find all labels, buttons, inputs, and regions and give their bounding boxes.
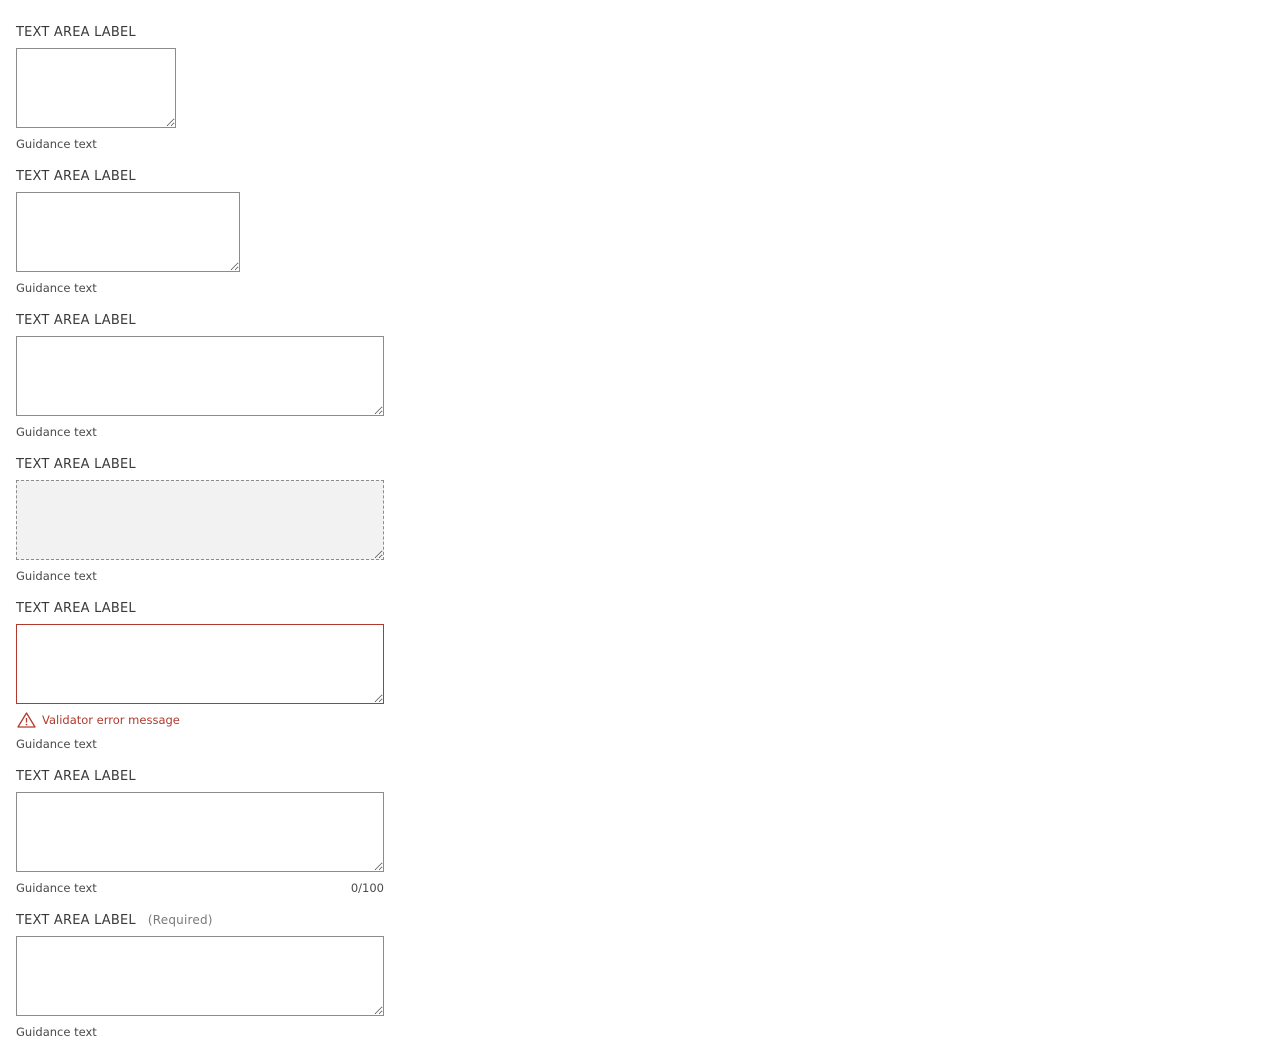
guidance-text: Guidance text <box>16 737 97 751</box>
text-area-label-text: TEXT AREA LABEL <box>16 768 136 784</box>
guidance-text: Guidance text <box>16 569 97 583</box>
validator-error-message: Validator error message <box>42 713 180 727</box>
text-area-label: TEXT AREA LABEL <box>16 456 384 472</box>
text-area-label: TEXT AREA LABEL <box>16 768 384 784</box>
guidance-text: Guidance text <box>16 137 97 151</box>
guidance-row: Guidance text <box>16 425 384 439</box>
guidance-row: Guidance text 0/100 <box>16 881 384 895</box>
text-area-input[interactable] <box>16 192 240 272</box>
guidance-row: Guidance text <box>16 737 384 751</box>
guidance-text: Guidance text <box>16 281 97 295</box>
warning-triangle-icon <box>16 712 42 728</box>
text-area-label-text: TEXT AREA LABEL <box>16 168 136 184</box>
guidance-row: Guidance text <box>16 1025 384 1039</box>
text-area-label-text: TEXT AREA LABEL <box>16 912 136 928</box>
validator-error: Validator error message <box>16 712 384 728</box>
text-area-input[interactable] <box>16 936 384 1016</box>
text-area-field-narrow: TEXT AREA LABEL Guidance text <box>16 24 176 151</box>
text-area-label-text: TEXT AREA LABEL <box>16 456 136 472</box>
text-area-label: TEXT AREA LABEL <box>16 312 384 328</box>
text-area-label: TEXT AREA LABEL <box>16 24 176 40</box>
guidance-text: Guidance text <box>16 425 97 439</box>
text-area-label: TEXT AREA LABEL (Required) <box>16 912 384 928</box>
text-area-input-disabled <box>16 480 384 560</box>
guidance-row: Guidance text <box>16 569 384 583</box>
text-area-field-counter: TEXT AREA LABEL Guidance text 0/100 <box>16 768 384 895</box>
guidance-row: Guidance text <box>16 137 176 151</box>
text-area-field-required: TEXT AREA LABEL (Required) Guidance text <box>16 912 384 1039</box>
text-area-field-error: TEXT AREA LABEL Validator error message … <box>16 600 384 751</box>
text-area-label: TEXT AREA LABEL <box>16 168 240 184</box>
text-area-input[interactable] <box>16 48 176 128</box>
character-counter: 0/100 <box>350 881 384 895</box>
text-area-input[interactable] <box>16 336 384 416</box>
text-area-field-wide: TEXT AREA LABEL Guidance text <box>16 312 384 439</box>
text-area-input[interactable] <box>16 792 384 872</box>
required-indicator: (Required) <box>147 913 213 927</box>
text-area-label-text: TEXT AREA LABEL <box>16 24 136 40</box>
text-area-field-medium: TEXT AREA LABEL Guidance text <box>16 168 240 295</box>
guidance-text: Guidance text <box>16 881 97 895</box>
text-area-input-error[interactable] <box>16 624 384 704</box>
text-area-label-text: TEXT AREA LABEL <box>16 312 136 328</box>
text-area-label: TEXT AREA LABEL <box>16 600 384 616</box>
guidance-row: Guidance text <box>16 281 240 295</box>
text-area-label-text: TEXT AREA LABEL <box>16 600 136 616</box>
text-area-field-disabled: TEXT AREA LABEL Guidance text <box>16 456 384 583</box>
guidance-text: Guidance text <box>16 1025 97 1039</box>
